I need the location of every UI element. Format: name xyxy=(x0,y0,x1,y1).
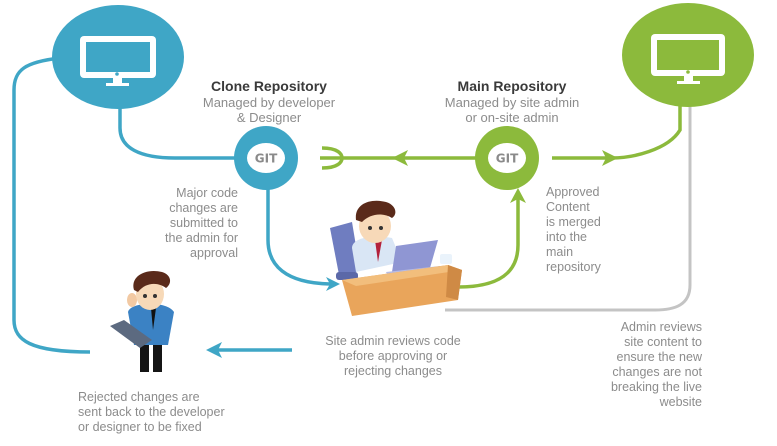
annotation-line: Content xyxy=(546,200,590,214)
annotation-line: is merged xyxy=(546,215,601,229)
main-computer-node xyxy=(622,3,754,107)
submit-arrowhead xyxy=(326,277,340,291)
clone-repo-subtitle: Managed by developer & Designer xyxy=(165,95,373,125)
clone-git-label: GIT xyxy=(255,152,278,166)
clone-receptor xyxy=(321,146,344,170)
admin-at-desk-illustration xyxy=(330,200,462,316)
review-site-annotation: Admin reviews site content to ensure the… xyxy=(560,320,702,410)
annotation-line: repository xyxy=(546,260,601,274)
review-code-annotation: Site admin reviews code before approving… xyxy=(293,334,493,379)
annotation-line: submitted to xyxy=(169,216,238,230)
merge-line xyxy=(457,198,520,289)
annotation-line: changes are xyxy=(169,201,238,215)
pull-arrowhead xyxy=(392,150,408,166)
annotation-line: breaking the live xyxy=(610,380,702,394)
merge-annotation: Approved Content is merged into the main… xyxy=(546,185,656,275)
annotation-line: Major code xyxy=(176,186,238,200)
site-review-line xyxy=(445,95,692,312)
main-repo-subtitle: Managed by site admin or on-site admin xyxy=(408,95,616,125)
clone-git-node: GIT xyxy=(234,126,298,190)
clone-repo-subtitle-line: Managed by developer xyxy=(202,95,336,110)
annotation-line: main xyxy=(546,245,574,259)
main-git-node: GIT xyxy=(475,126,539,190)
monitor-icon xyxy=(80,36,156,86)
clone-to-git-line xyxy=(118,92,238,160)
main-repo-subtitle-line: or on-site admin xyxy=(465,110,559,125)
annotation-line: approval xyxy=(190,246,238,260)
annotation-line: ensure the new xyxy=(616,350,702,364)
annotation-line: the admin for xyxy=(165,231,238,245)
annotation-line: website xyxy=(659,395,702,409)
clone-computer-node xyxy=(52,5,184,109)
annotation-line: sent back to the developer xyxy=(78,405,225,419)
main-git-label: GIT xyxy=(496,152,519,166)
annotation-line: changes are not xyxy=(612,365,702,379)
monitor-icon xyxy=(651,34,725,84)
deploy-arrowhead xyxy=(602,150,618,166)
submit-line xyxy=(266,176,331,286)
annotation-line: Site admin reviews code xyxy=(325,334,461,348)
developer-with-tablet-illustration xyxy=(110,270,174,372)
main-repo-subtitle-line: Managed by site admin xyxy=(444,95,580,110)
rejected-annotation: Rejected changes are sent back to the de… xyxy=(78,390,298,435)
clone-repo-title: Clone Repository xyxy=(211,78,327,94)
submit-annotation: Major code changes are submitted to the … xyxy=(120,186,238,261)
clone-repo-subtitle-line: & Designer xyxy=(236,110,302,125)
reject-arrowhead xyxy=(206,342,222,358)
main-repo-title: Main Repository xyxy=(457,78,567,94)
annotation-line: rejecting changes xyxy=(344,364,442,378)
annotation-line: site content to xyxy=(624,335,702,349)
developer-flow-lines xyxy=(12,56,331,354)
annotation-line: before approving or xyxy=(338,349,448,363)
annotation-line: Approved xyxy=(546,185,600,199)
merge-arrowhead xyxy=(510,188,526,203)
annotation-line: Admin reviews xyxy=(620,320,702,334)
annotation-line: or designer to be fixed xyxy=(78,420,202,434)
reject-return-line xyxy=(12,56,91,354)
annotation-line: Rejected changes are xyxy=(78,390,200,404)
annotation-line: into the xyxy=(546,230,588,244)
